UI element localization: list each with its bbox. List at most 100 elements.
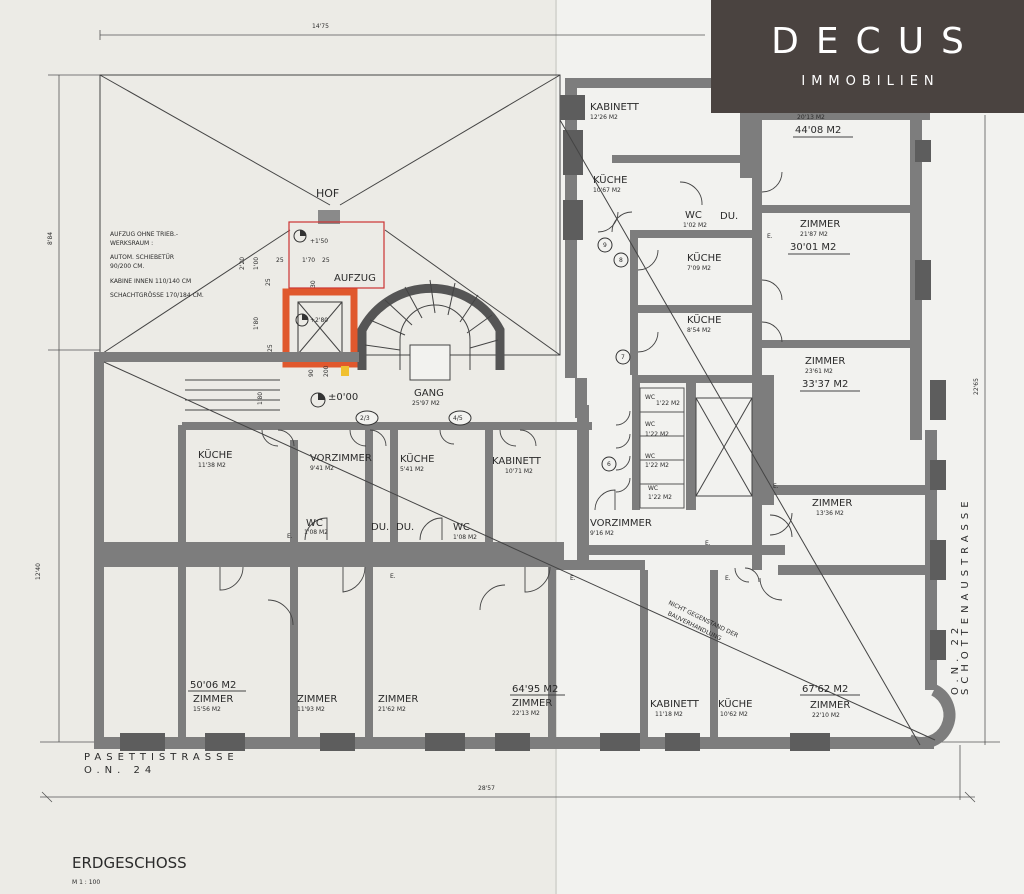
elevator-dim-11: 200 [323, 365, 330, 377]
room-kabinett-b5-area: 11'18 M2 [655, 711, 683, 718]
room-kueche-left-area: 11'38 M2 [198, 462, 226, 469]
room-vorzimmer-right-name: VORZIMMER [590, 518, 652, 529]
elevator-note-2: WERKSRAUM : [110, 240, 153, 247]
entrance-mark-4: E. [705, 540, 711, 547]
courtyard-label: HOF [316, 187, 339, 200]
room-kueche-3-name: KÜCHE [687, 313, 721, 326]
room-du-2-name: DU. [396, 522, 414, 533]
hall-step: 1'80 [257, 392, 264, 405]
room-du-1-name: DU. [371, 522, 389, 533]
room-wc-top-name: WC [685, 210, 702, 221]
room-vorzimmer-mid-area: 9'41 M2 [310, 465, 334, 472]
entrance-mark-2: E. [390, 573, 396, 580]
elevator-level-top: +1'50 [310, 238, 328, 245]
street-schottenau: SCHOTTENAUSTRASSE [960, 496, 971, 695]
shaft-fixtures [103, 119, 936, 746]
room-kueche-left-name: KÜCHE [198, 448, 232, 461]
door-swings [219, 171, 793, 626]
room-wc-mid-area: 1'08 M2 [453, 534, 477, 541]
room-du-top-name: DU. [720, 211, 738, 222]
elevator-dim-7: 30 [310, 280, 317, 288]
room-zimmer-b4-name: ZIMMER [512, 698, 552, 709]
room-zimmer-top-right-total: 44'08 M2 [795, 125, 841, 136]
elevator-dim-2: 1'00 [253, 257, 260, 270]
room-zimmer-b3-area: 21'62 M2 [378, 706, 406, 713]
entrance-mark-3: E. [570, 575, 576, 582]
street-schottenau-number: O.N. 22 [950, 623, 961, 695]
room-zimmer-b2-area: 11'93 M2 [297, 706, 325, 713]
elevator-note-1: AUFZUG OHNE TRIEB.- [110, 231, 178, 238]
room-wc-a-area: 1'22 M2 [656, 400, 680, 407]
room-kabinett-top-area: 12'26 M2 [590, 114, 618, 121]
room-wc-c-name: WC [645, 453, 655, 460]
room-zimmer-b2-name: ZIMMER [297, 694, 337, 705]
room-kueche-b6-area: 10'62 M2 [720, 711, 748, 718]
room-zimmer-b1-total: 50'06 M2 [190, 680, 236, 691]
tag-4-5: 4/5 [453, 415, 463, 422]
logo-subtitle: IMMOBILIEN [801, 74, 940, 89]
elevator-dim-3: 25 [276, 257, 284, 264]
room-zimmer-3-name: ZIMMER [805, 356, 845, 367]
room-kueche-2-area: 7'09 M2 [687, 265, 711, 272]
room-zimmer-b3-name: ZIMMER [378, 694, 418, 705]
street-pasetti: PASETTISTRASSE [84, 752, 239, 763]
staircase [185, 279, 505, 411]
elevator-dim-6: 25 [265, 278, 272, 286]
room-kueche-mid-name: KÜCHE [400, 452, 434, 465]
room-zimmer-b1-name: ZIMMER [193, 694, 233, 705]
room-zimmer-b4-area: 22'13 M2 [512, 710, 540, 717]
room-wc-top-area: 1'02 M2 [683, 222, 707, 229]
elevator-dim-4: 1'70 [302, 257, 315, 264]
elevator-dim-5: 25 [322, 257, 330, 264]
elevator-label: AUFZUG [334, 273, 376, 284]
room-zimmer-4-name: ZIMMER [812, 498, 852, 509]
room-zimmer-4-area: 13'36 M2 [816, 510, 844, 517]
room-zimmer-b7-area: 22'10 M2 [812, 712, 840, 719]
wc-blocks [639, 387, 685, 509]
room-zimmer-b7-total: 67'62 M2 [802, 684, 848, 695]
elevator-block [282, 221, 385, 376]
room-zimmer-2-total: 30'01 M2 [790, 242, 836, 253]
room-zimmer-top-right-area: 20'13 M2 [797, 114, 825, 121]
elevator-dim-10: 90 [308, 369, 315, 377]
room-zimmer-3-total: 33'37 M2 [802, 379, 848, 390]
dim-left-lower: 12'40 [35, 563, 42, 580]
dim-bottom: 28'57 [478, 785, 495, 792]
room-zimmer-3-area: 23'61 M2 [805, 368, 833, 375]
room-kabinett-mid-area: 10'71 M2 [505, 468, 533, 475]
elevator-note-5: KABINE INNEN 110/140 CM [110, 278, 191, 285]
room-kueche-3-area: 8'54 M2 [687, 327, 711, 334]
tag-6: 6 [607, 461, 611, 468]
hall-name: GANG [414, 388, 444, 399]
street-pasetti-number: O.N. 24 [84, 765, 156, 776]
room-kabinett-mid-name: KABINETT [492, 456, 542, 467]
entrance-mark-7: E. [725, 575, 731, 582]
tag-8: 8 [619, 257, 623, 264]
room-wc-a-name: WC [645, 394, 655, 401]
elevator-dim-9: 25 [267, 344, 274, 352]
elevator-dim-8: 1'80 [253, 317, 260, 330]
walls [94, 78, 956, 751]
room-wc-d-area: 1'22 M2 [648, 494, 672, 501]
room-kabinett-b5-name: KABINETT [650, 699, 700, 710]
hall-area: 25'97 M2 [412, 400, 440, 407]
room-wc-c-area: 1'22 M2 [645, 462, 669, 469]
circle-tags [310, 237, 631, 472]
logo-brand: DECUS [771, 21, 981, 62]
room-wc-mid-name: WC [453, 522, 470, 533]
room-wc-d-name: WC [648, 485, 658, 492]
room-kueche-1-name: KÜCHE [593, 173, 627, 186]
elevator-note-3: AUTOM. SCHIEBETÜR [110, 254, 174, 261]
room-kueche-b6-name: KÜCHE [718, 697, 752, 710]
elevator-level-bottom: +2'80 [310, 317, 328, 324]
elevator-note-4: 90/200 CM. [110, 263, 144, 270]
paper-right-sheet [555, 0, 1024, 894]
room-zimmer-2-area: 21'87 M2 [800, 231, 828, 238]
elevator-dim-1: 2'20 [239, 257, 246, 270]
dim-right: 22'65 [973, 378, 980, 395]
room-zimmer-b4-total: 64'95 M2 [512, 684, 558, 695]
room-zimmer-b7-name: ZIMMER [810, 700, 850, 711]
room-wc-b-area: 1'22 M2 [645, 431, 669, 438]
